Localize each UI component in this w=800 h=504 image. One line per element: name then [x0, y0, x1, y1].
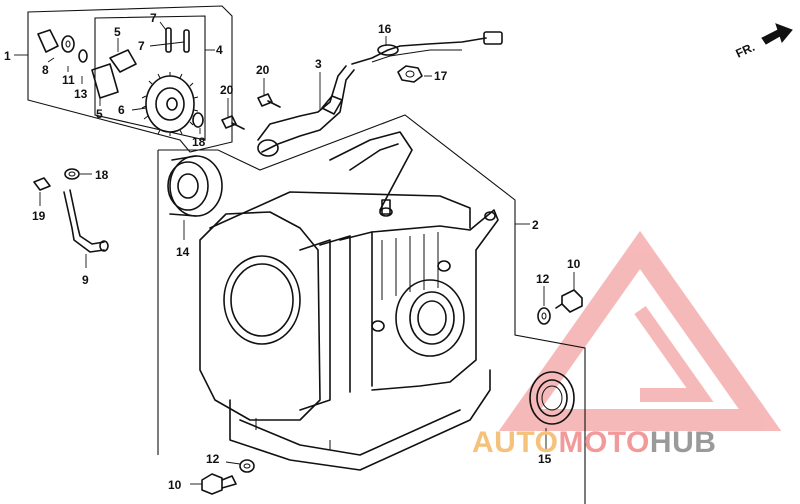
governor-pin-lower — [183, 29, 190, 53]
leader-lines — [39, 21, 575, 485]
clip — [78, 49, 88, 63]
ball-bearing — [167, 155, 223, 217]
front-direction-label: FR. — [733, 40, 756, 61]
front-arrow-icon — [761, 23, 793, 45]
callout-19: 19 — [32, 209, 46, 223]
washer — [61, 35, 75, 53]
front-direction-marker: FR. — [733, 23, 793, 61]
watermark-logo — [498, 230, 782, 431]
governor-pin-upper — [165, 27, 172, 53]
callout-2: 2 — [532, 218, 539, 232]
crankcase — [199, 131, 499, 471]
callout-5-upper: 5 — [114, 25, 121, 39]
callout-15: 15 — [538, 452, 552, 466]
watermark-text-moto: MOTO — [558, 426, 649, 459]
callout-16: 16 — [378, 22, 392, 36]
callout-17: 17 — [434, 69, 448, 83]
callout-10-bottom: 10 — [168, 478, 182, 492]
callout-20-upper: 20 — [256, 63, 270, 77]
governor-holder-upper — [109, 49, 137, 73]
oil-seal — [529, 371, 575, 425]
governor-pin — [37, 29, 59, 53]
callout-18-upper: 18 — [192, 135, 206, 149]
callout-9: 9 — [82, 273, 89, 287]
svg-text:AUTOMOTOHUB: AUTOMOTOHUB — [472, 426, 716, 459]
callout-10-right: 10 — [567, 257, 581, 271]
callout-1: 1 — [4, 49, 11, 63]
callout-5-lower: 5 — [96, 107, 103, 121]
callout-6: 6 — [118, 103, 125, 117]
pipe-9 — [63, 191, 105, 253]
callout-14: 14 — [176, 245, 190, 259]
callout-18-lower: 18 — [95, 168, 109, 182]
callout-3: 3 — [315, 57, 322, 71]
bolts-20 — [221, 93, 281, 130]
drain-bolt-bottom — [201, 459, 255, 495]
callout-13: 13 — [74, 87, 88, 101]
governor-holder-lower — [91, 63, 119, 99]
breather-assembly — [257, 31, 503, 157]
watermark-text-hub: HUB — [650, 426, 717, 459]
oil-alert-wire — [351, 37, 487, 65]
dipstick-parts — [33, 168, 109, 253]
callout-labels: 1 2 3 4 5 5 6 7 7 8 9 10 10 11 12 12 13 … — [4, 11, 581, 492]
wire-connector — [483, 31, 503, 45]
flange-nut — [397, 65, 423, 83]
watermark-text: AUTOMOTOHUB — [472, 426, 716, 459]
callout-7-upper: 7 — [150, 11, 157, 25]
watermark-text-auto: AUTO — [472, 426, 558, 459]
crankcase-group-frame — [157, 114, 586, 504]
callout-20-lower: 20 — [220, 83, 234, 97]
callout-8: 8 — [42, 63, 49, 77]
governor-parts — [37, 27, 204, 136]
drain-bolt-right — [537, 289, 583, 325]
washer-18 — [64, 168, 80, 180]
clip-19 — [33, 177, 51, 191]
callout-12-right: 12 — [536, 272, 550, 286]
breather-tube — [257, 65, 347, 141]
governor-group-frame — [14, 5, 233, 153]
callout-4: 4 — [216, 43, 223, 57]
governor-gear — [141, 72, 199, 136]
callout-11: 11 — [62, 73, 75, 87]
thrust-washer — [192, 112, 204, 128]
callout-7-lower: 7 — [138, 39, 145, 53]
callout-12-bottom: 12 — [206, 452, 220, 466]
